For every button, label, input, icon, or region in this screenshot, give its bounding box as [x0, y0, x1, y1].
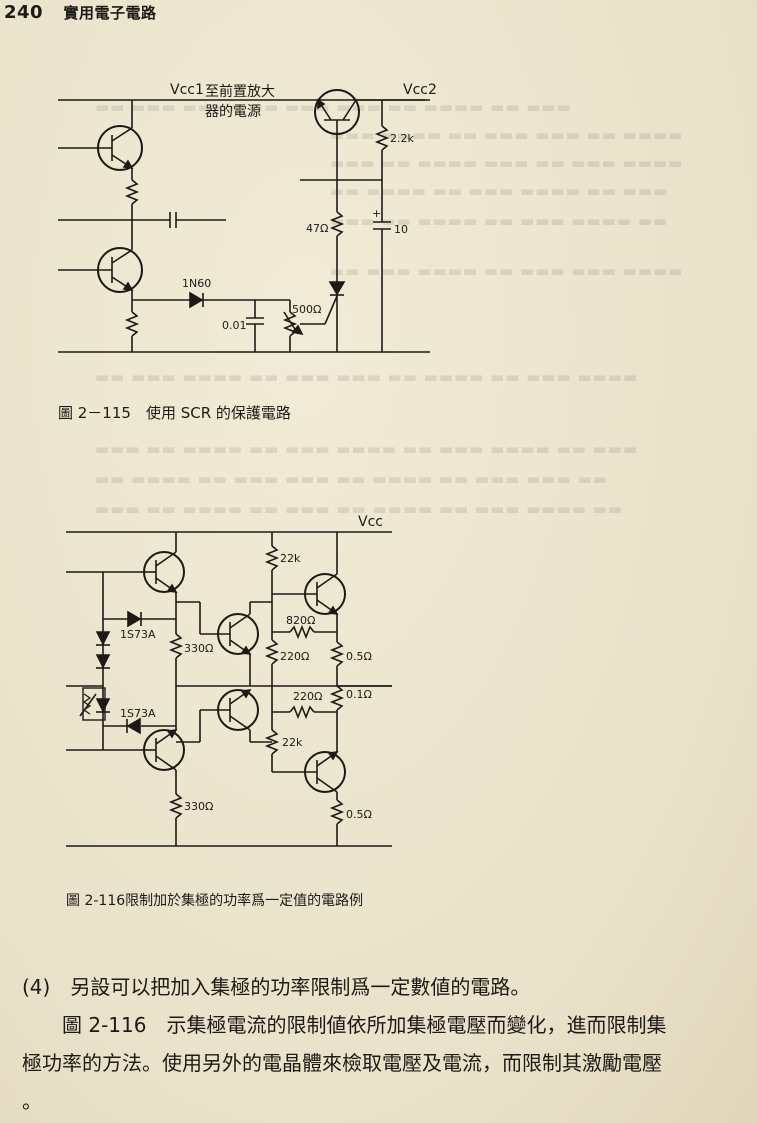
show-through-text: ▬▬▬ ▬▬ ▬▬▬▬ ▬▬▬ ▬▬ ▬▬▬ ▬▬▬▬	[330, 154, 684, 172]
show-through-text: ▬▬ ▬▬▬▬ ▬▬ ▬▬▬ ▬▬▬▬ ▬▬ ▬▬▬	[330, 182, 669, 200]
cap-polarity-plus: +	[372, 207, 381, 220]
resistor-220-mid	[289, 704, 315, 720]
page-number: 240	[4, 2, 44, 23]
transistor-q1	[58, 125, 143, 171]
resistor-r1	[124, 179, 140, 205]
body-text: (4) 另設可以把加入集極的功率限制爲一定數値的電路。 圖 2-116 示集極電…	[22, 968, 742, 1120]
label-22k-top: 22k	[280, 552, 301, 565]
label-2k2: 2.2k	[390, 132, 414, 145]
label-0-01: 0.01	[222, 319, 247, 332]
paragraph-line-2: 圖 2-116 示集極電流的限制値依所加集極電壓而變化，進而限制集	[22, 1013, 667, 1037]
show-through-text: ▬▬ ▬▬▬ ▬▬▬▬ ▬▬ ▬▬▬ ▬▬▬ ▬▬ ▬▬▬▬ ▬▬ ▬▬▬ ▬▬…	[95, 368, 639, 386]
label-220-mid: 220Ω	[293, 690, 322, 703]
resistor-0-1	[329, 685, 345, 711]
transistor-q3	[314, 89, 360, 140]
label-preamp-power: 至前置放大	[205, 83, 275, 100]
resistor-22k-top	[264, 545, 280, 571]
diode-1s73a-top	[127, 610, 142, 628]
resistor-2k2	[374, 125, 390, 151]
label-1s73a-bottom: 1S73A	[120, 707, 156, 720]
paragraph-line-3: 極功率的方法。使用另外的電晶體來檢取電壓及電流，而限制其激勵電壓	[22, 1051, 662, 1075]
book-title: 實用電子電路	[63, 4, 157, 22]
label-preamp-power-2: 器的電源	[205, 104, 261, 120]
transistor-q4-116	[200, 689, 259, 731]
resistor-47	[329, 211, 345, 237]
diode-1s73a-bottom	[126, 717, 141, 735]
transistor-q1-116	[143, 551, 185, 593]
transistor-q5-116	[143, 729, 185, 771]
show-through-text: ▬▬ ▬▬▬▬ ▬▬ ▬▬▬ ▬▬▬ ▬▬ ▬▬▬▬ ▬▬ ▬▬▬ ▬▬▬ ▬▬	[95, 470, 608, 488]
figure-2-116-caption: 圖 2-116限制加於集極的功率爲一定值的電路例	[66, 892, 363, 909]
resistor-0-5-top	[329, 641, 345, 667]
figure-2-115-caption: 圖 2－115 使用 SCR 的保護電路	[58, 404, 291, 422]
paragraph-line-4: 。	[22, 1089, 42, 1113]
label-vcc2: Vcc2	[403, 82, 437, 98]
transistor-q2-116	[200, 613, 259, 655]
label-47: 47Ω	[306, 222, 328, 235]
label-1s73a-top: 1S73A	[120, 628, 156, 641]
show-through-text: ▬▬▬ ▬▬ ▬▬▬▬ ▬▬ ▬▬▬ ▬▬▬▬ ▬▬	[330, 212, 669, 230]
resistor-r2	[124, 311, 140, 337]
label-22k-bottom: 22k	[282, 736, 303, 749]
figure-2-116-power-limit-circuit: Vcc 1S73A	[66, 514, 392, 909]
resistor-820	[289, 624, 315, 640]
show-through-text: ▬▬ ▬▬▬ ▬▬▬▬ ▬▬ ▬▬▬ ▬▬▬ ▬▬ ▬▬▬▬ ▬▬ ▬▬▬	[95, 98, 572, 116]
diode-string	[95, 631, 111, 713]
label-220-top: 220Ω	[280, 650, 309, 663]
bias-potentiometer	[82, 687, 106, 721]
label-vcc1: Vcc1	[170, 82, 204, 98]
resistor-22k-bottom	[264, 729, 280, 755]
resistor-330-top	[168, 633, 184, 659]
figure-2-115-scr-protection-circuit: 1N60 0.01 500Ω Vcc1 至前置放大 器的電源 Vcc2	[58, 82, 437, 422]
transistor-q3-116	[272, 573, 346, 615]
resistor-330-bottom	[168, 793, 184, 819]
paragraph-heading-4: (4) 另設可以把加入集極的功率限制爲一定數値的電路。	[22, 975, 531, 999]
label-500: 500Ω	[292, 303, 321, 316]
transistor-q2	[58, 247, 143, 293]
label-330-bottom: 330Ω	[184, 800, 213, 813]
show-through-text: ▬▬ ▬▬▬ ▬▬▬▬ ▬▬ ▬▬▬ ▬▬▬ ▬▬▬▬	[330, 262, 684, 280]
show-through-text: ▬▬▬ ▬▬ ▬▬▬▬ ▬▬ ▬▬▬ ▬▬ ▬▬▬▬ ▬▬ ▬▬▬ ▬▬▬▬ ▬…	[95, 500, 624, 518]
label-vcc-116: Vcc	[358, 514, 383, 530]
label-330-top: 330Ω	[184, 642, 213, 655]
label-820: 820Ω	[286, 614, 315, 627]
show-through-text: ▬▬▬ ▬▬▬▬ ▬▬ ▬▬▬ ▬▬▬ ▬▬ ▬▬▬▬	[330, 126, 684, 144]
page-header: 240 實用電子電路	[4, 2, 157, 23]
show-through-text: ▬▬▬ ▬▬ ▬▬▬▬ ▬▬ ▬▬▬ ▬▬▬▬ ▬▬ ▬▬▬ ▬▬▬▬ ▬▬ ▬…	[95, 440, 639, 458]
resistor-0-5-bottom	[329, 799, 345, 825]
transistor-q6-116	[304, 751, 346, 793]
label-0-5-top: 0.5Ω	[346, 650, 372, 663]
label-0-1: 0.1Ω	[346, 688, 372, 701]
label-10: 10	[394, 223, 408, 236]
label-0-5-bottom: 0.5Ω	[346, 808, 372, 821]
resistor-220-top	[264, 639, 280, 665]
label-1n60: 1N60	[182, 277, 211, 290]
